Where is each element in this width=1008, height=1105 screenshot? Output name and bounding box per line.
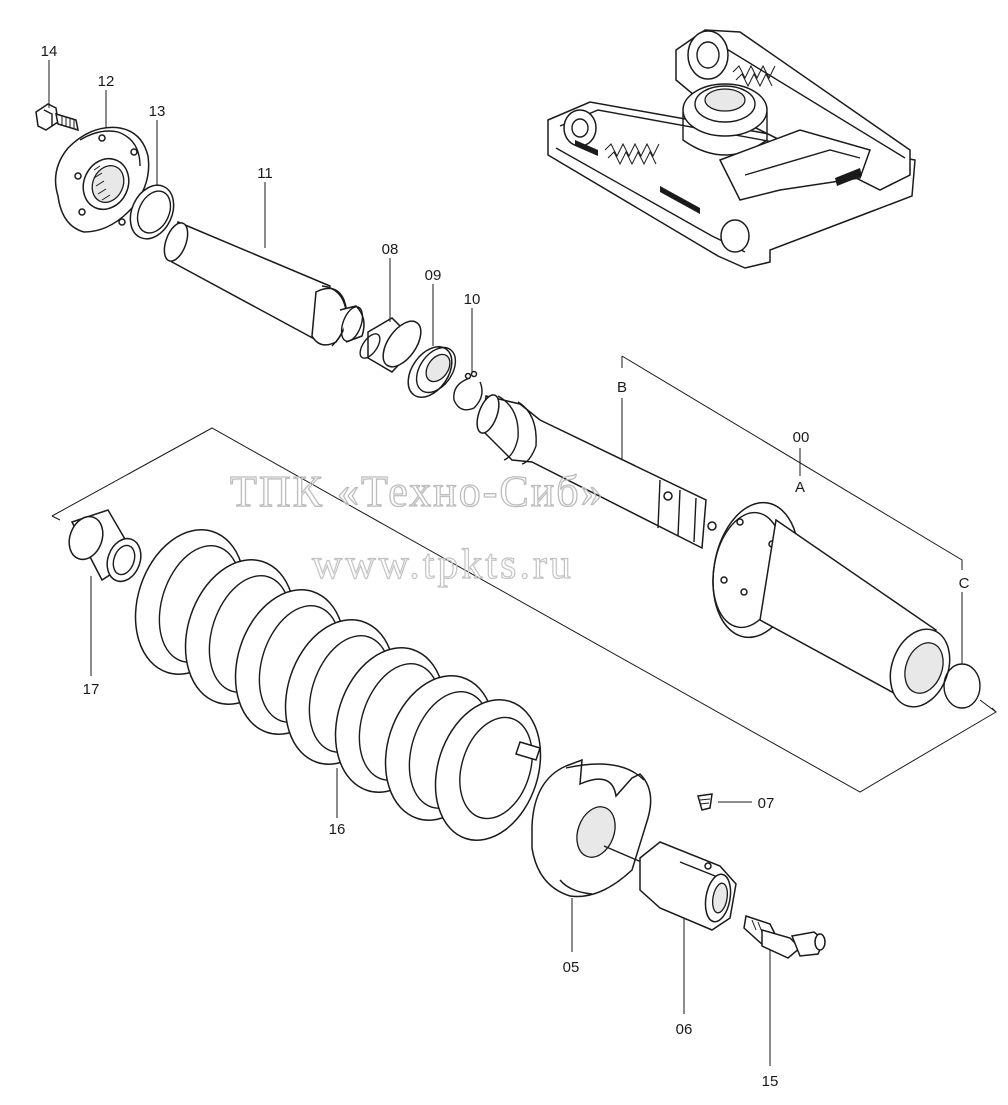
callout-05: 05 — [563, 959, 580, 976]
callout-a: A — [795, 479, 805, 496]
callout-labels: 14 12 13 11 08 09 10 B 00 A C 17 16 05 0… — [41, 43, 970, 1090]
part-15-grease-fitting — [743, 915, 826, 959]
part-08-bushing — [359, 317, 422, 373]
part-c-o-ring — [943, 663, 981, 709]
callout-13: 13 — [149, 103, 166, 120]
part-11-tube — [163, 220, 365, 347]
part-07-plug — [697, 793, 713, 811]
part-14-bolt — [35, 103, 79, 132]
part-09-seal — [407, 346, 457, 398]
leader-lines — [48, 60, 963, 1066]
watermark: ТПК «Техно-Сиб» www.tpkts.ru — [229, 466, 605, 588]
callout-c: C — [959, 575, 970, 592]
callout-09: 09 — [425, 267, 442, 284]
callout-06: 06 — [676, 1021, 693, 1038]
part-12-flange — [54, 126, 150, 233]
track-frame-inset-drawing — [547, 29, 916, 269]
part-10-snap-ring — [453, 370, 483, 411]
part-16-coil-spring — [134, 529, 542, 841]
part-00-cylinder-assembly — [51, 355, 997, 793]
callout-11: 11 — [257, 165, 273, 182]
part-17-sleeve — [68, 509, 142, 583]
watermark-line-1: ТПК «Техно-Сиб» — [230, 467, 605, 516]
callout-07: 07 — [758, 795, 775, 812]
part-05-retainer — [531, 758, 661, 898]
part-06-hex-nut — [639, 841, 737, 931]
callout-10: 10 — [464, 291, 481, 308]
callout-b: B — [617, 379, 627, 396]
callout-14: 14 — [41, 43, 58, 60]
callout-15: 15 — [762, 1073, 779, 1090]
callout-17: 17 — [83, 681, 100, 698]
callout-08: 08 — [382, 241, 399, 258]
callout-12: 12 — [98, 73, 115, 90]
callout-00: 00 — [793, 429, 810, 446]
part-13-ring — [129, 184, 175, 240]
callout-16: 16 — [329, 821, 346, 838]
watermark-line-2: www.tpkts.ru — [312, 542, 574, 588]
